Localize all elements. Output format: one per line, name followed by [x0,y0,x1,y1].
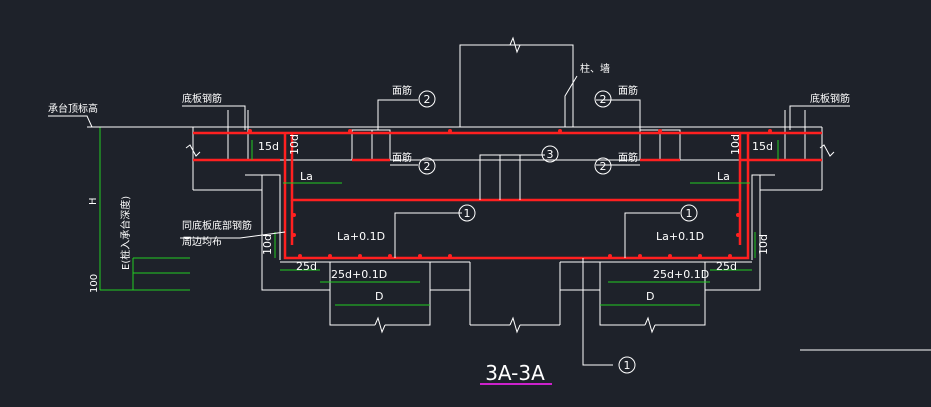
label-face-rebar-mid-left: 面筋 [392,151,412,164]
dim-D-right: D [646,290,654,303]
dim-15d-right: 15d [752,140,773,153]
marker-2-top-left: 2 [424,93,431,106]
dim-10d-left-top: 10d [288,134,301,155]
dim-D-left: D [375,290,383,303]
marker-circle [418,90,436,108]
dim-la-left: La [300,170,313,183]
dimension-labels: 15d 10d 10d 15d La La La+0.1D La+0.1D 10… [258,134,773,303]
marker-2-mid-left: 2 [424,160,431,173]
label-same-as-bottom-1: 同底板底部钢筋 [182,219,252,232]
marker-circle [418,157,436,175]
marker-circle [594,90,612,108]
dim-la-right: La [717,170,730,183]
label-bottom-rebar-left: 底板钢筋 [182,92,222,105]
marker-circle [618,356,636,374]
dim-25d-01d-left: 25d+0.1D [331,268,387,281]
annotation-labels: 承台顶标高 底板钢筋 底板钢筋 柱、墙 面筋 面筋 面筋 面筋 同底板底部钢筋 … [48,62,850,293]
section-title: 3A-3A [485,361,545,385]
marker-circle [680,204,698,222]
dim-10d-right-bottom: 10d [757,234,770,255]
label-face-rebar-top-left: 面筋 [392,84,412,97]
marker-circle [541,145,559,163]
reference-markers [418,90,698,374]
label-face-rebar-top-right: 面筋 [618,84,638,97]
marker-3: 3 [547,148,554,161]
label-column-wall: 柱、墙 [580,62,610,75]
marker-1-right: 1 [686,207,693,220]
dim-25d-01d-right: 25d+0.1D [653,268,709,281]
marker-1-left: 1 [464,207,471,220]
rebar-lines [193,131,822,260]
label-face-rebar-mid-right: 面筋 [618,151,638,164]
label-platform-elevation: 承台顶标高 [48,102,98,115]
marker-circle [458,204,476,222]
dimension-lines [99,127,779,306]
marker-numbers: 2 2 2 2 3 1 1 1 [424,93,693,372]
dim-10d-right-top: 10d [729,134,742,155]
label-bottom-rebar-right: 底板钢筋 [810,92,850,105]
marker-2-mid-right: 2 [600,160,607,173]
label-height-H: H [88,197,99,205]
leader-lines [48,75,850,366]
marker-circle [594,157,612,175]
label-dim-100: 100 [89,274,100,293]
dim-10d-left-bottom: 10d [261,234,274,255]
marker-1-bottom: 1 [624,359,631,372]
dim-la-01d-right: La+0.1D [656,230,704,243]
dim-la-01d-left: La+0.1D [337,230,385,243]
dim-25d-right: 25d [716,260,737,273]
dim-15d-left: 15d [258,140,279,153]
rebar-dots [248,129,772,258]
marker-2-top-right: 2 [600,93,607,106]
structure-outline [185,36,835,334]
label-same-as-bottom-2: 周边均布 [182,236,222,248]
label-embed-depth: E(桩入承台深度) [119,196,132,270]
dim-25d-left: 25d [296,260,317,273]
